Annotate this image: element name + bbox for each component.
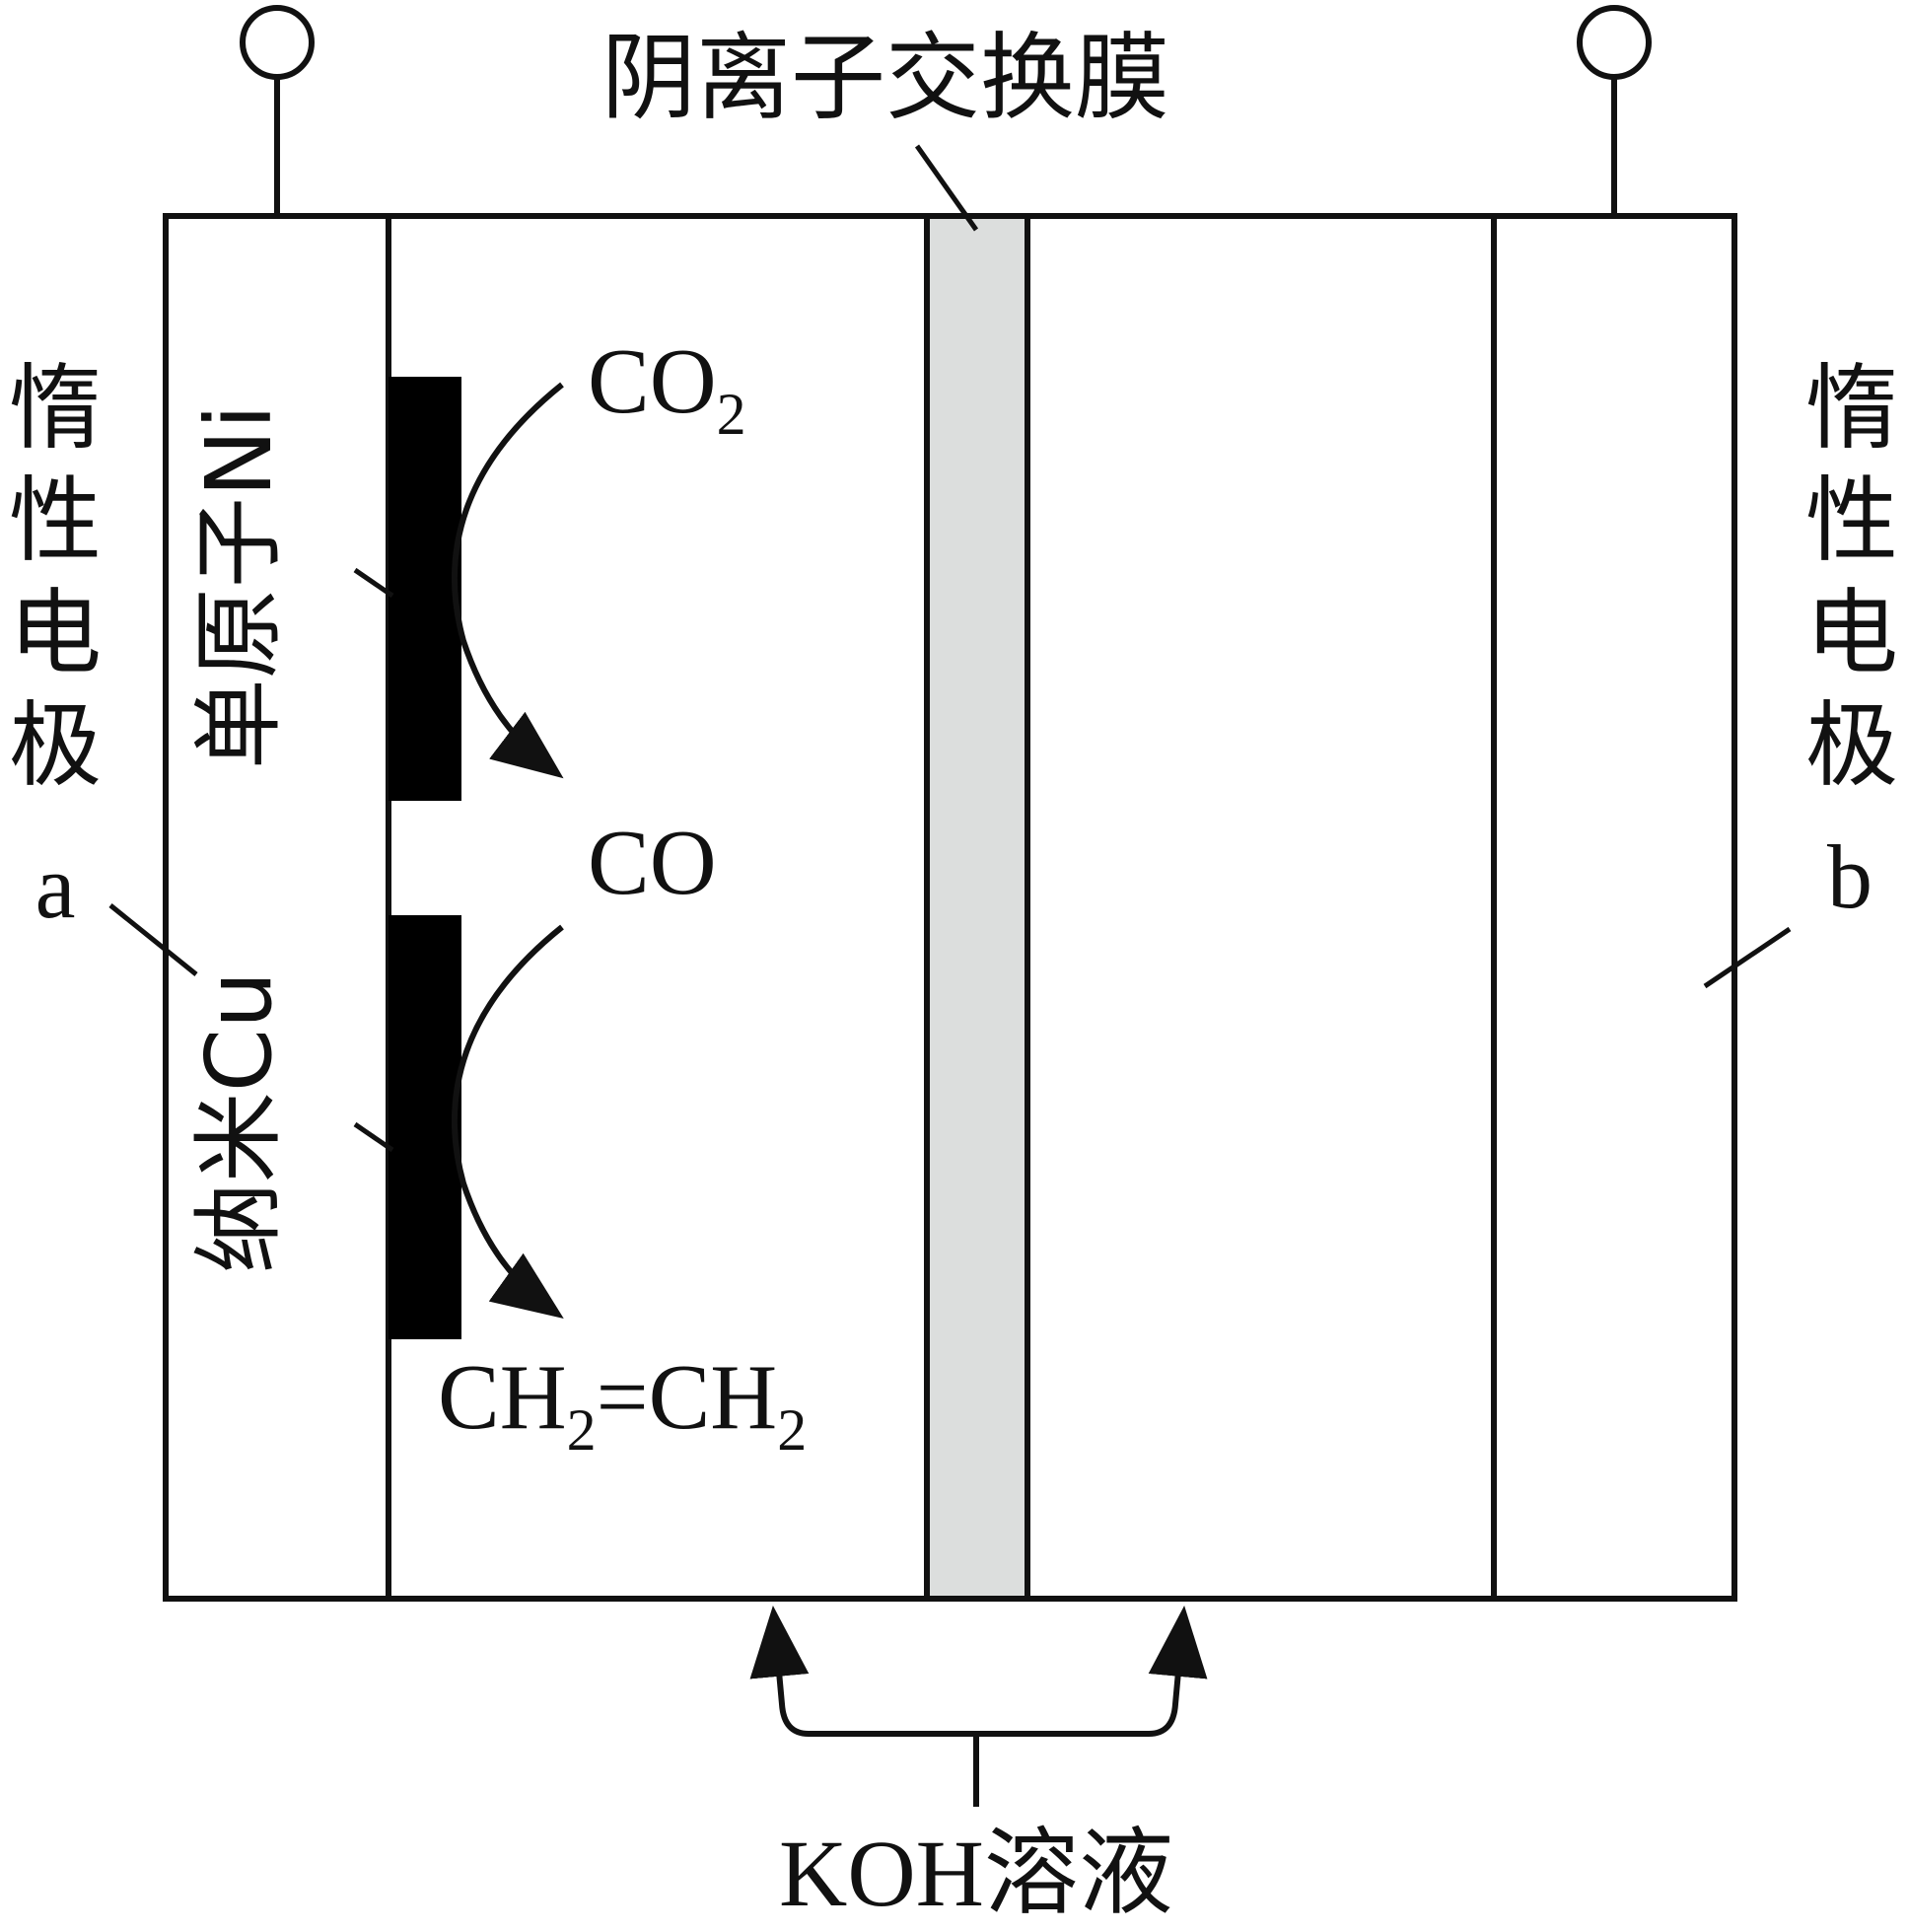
svg-text:电: 电 (1805, 580, 1898, 687)
svg-text:极: 极 (1805, 692, 1898, 800)
leader-electrode-a (108, 903, 198, 976)
electrode-a-label: 惰 性 电 极 a (9, 355, 102, 937)
koh-solution-label: KOH溶液 (779, 1821, 1173, 1926)
svg-text:惰: 惰 (9, 355, 102, 463)
anion-exchange-membrane (924, 213, 1030, 1602)
svg-text:性: 性 (1805, 467, 1898, 575)
svg-text:惰: 惰 (1805, 355, 1898, 463)
svg-text:极: 极 (9, 692, 102, 800)
koh-inlet-arrows (749, 1606, 1208, 1807)
svg-text:性: 性 (9, 467, 102, 575)
ethylene-label: CH2=CH2 (438, 1346, 807, 1463)
leader-electrode-b (1703, 926, 1792, 989)
nano-cu-layer (389, 915, 461, 1339)
terminal-left (240, 5, 315, 216)
co2-label: CO2 (588, 330, 746, 447)
electrode-a-letter: a (35, 836, 76, 937)
arrow-co2-to-co (452, 382, 564, 779)
leader-membrane (914, 144, 979, 232)
leader-cu (353, 1121, 394, 1153)
cu-catalyst-label: 纳米Cu (186, 971, 292, 1274)
co-label: CO (588, 812, 717, 914)
leader-ni (353, 567, 394, 599)
cell-outline (163, 213, 1737, 1602)
terminal-right (1577, 5, 1652, 216)
electrode-b-letter: b (1827, 826, 1873, 927)
electrode-b-label: 惰 性 电 极 b (1805, 355, 1898, 927)
svg-text:电: 电 (9, 580, 102, 687)
membrane-label: 阴离子交换膜 (601, 23, 1169, 133)
single-atom-ni-layer (389, 377, 461, 801)
ni-catalyst-label: 单原子Ni (186, 404, 292, 769)
arrow-co-to-ethylene (452, 924, 564, 1319)
